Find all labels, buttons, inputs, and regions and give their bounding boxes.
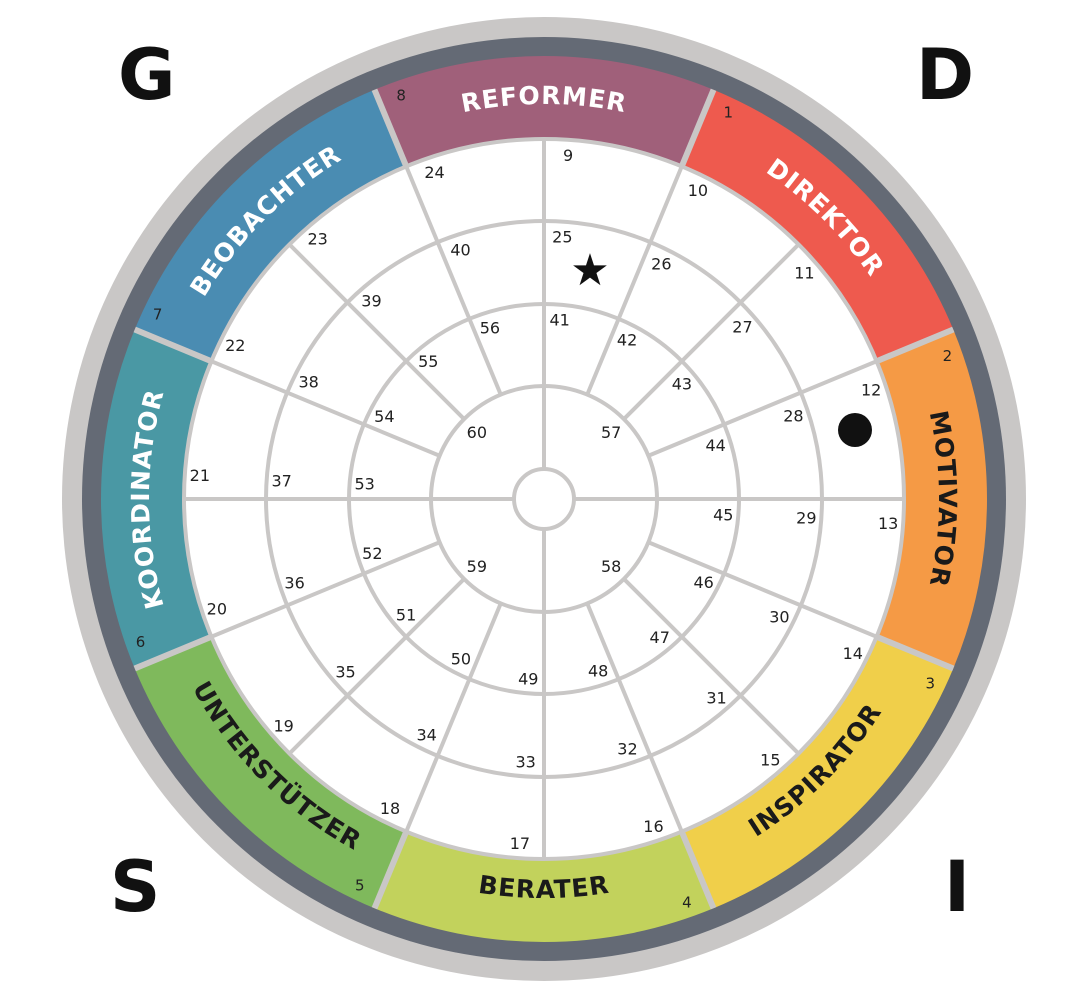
grid-spoke <box>585 165 684 396</box>
segment-divider <box>875 326 955 365</box>
cell-number: 35 <box>335 663 355 682</box>
cell-number: 38 <box>298 373 318 392</box>
grid-spoke <box>210 359 441 458</box>
cell-number: 48 <box>588 662 608 681</box>
cell-number: 30 <box>769 607 789 626</box>
cell-number: 16 <box>643 817 663 836</box>
cell-number: 47 <box>650 628 670 647</box>
segment-direktor <box>681 89 954 362</box>
cell-number: 49 <box>518 669 538 688</box>
segment-divider <box>678 830 717 910</box>
cell-number: 40 <box>450 241 470 260</box>
grid-spoke <box>622 577 800 755</box>
cell-number: 22 <box>225 336 245 355</box>
grid-spoke <box>647 359 878 458</box>
cell-number: 53 <box>355 474 375 493</box>
grid-spoke <box>404 165 503 396</box>
corner-letter-s: S <box>110 846 161 928</box>
segment-number: 5 <box>355 876 365 894</box>
cell-number: 14 <box>843 644 863 663</box>
cell-number: 46 <box>693 573 713 592</box>
cell-number: 24 <box>424 163 444 182</box>
cell-number: 13 <box>878 514 898 533</box>
cell-number: 28 <box>783 407 803 426</box>
segment-divider <box>133 326 213 365</box>
cell-number: 54 <box>374 407 394 426</box>
cell-number: 21 <box>190 466 210 485</box>
segment-divider <box>875 633 955 672</box>
corner-letter-i: I <box>944 846 971 928</box>
cell-number: 56 <box>480 318 500 337</box>
center-hub <box>512 467 576 531</box>
cell-number: 41 <box>550 311 570 330</box>
segment-divider <box>371 88 410 168</box>
grid-spoke <box>288 243 466 421</box>
cell-number: 50 <box>451 650 471 669</box>
segment-reformer <box>374 56 714 167</box>
grid-spoke <box>288 577 466 755</box>
cell-number: 33 <box>515 752 535 771</box>
cell-number: 44 <box>705 436 725 455</box>
segment-berater <box>374 831 714 942</box>
dot-marker <box>838 413 872 447</box>
cell-number: 32 <box>617 739 637 758</box>
segment-divider <box>678 88 717 168</box>
cell-number: 15 <box>760 750 780 769</box>
cell-number: 39 <box>361 292 381 311</box>
cell-number: 59 <box>467 557 487 576</box>
cell-number: 9 <box>563 146 573 165</box>
segment-number: 6 <box>136 633 146 651</box>
cell-number: 26 <box>651 255 671 274</box>
cell-number: 43 <box>672 374 692 393</box>
grid-spoke <box>404 602 503 833</box>
grid-spoke <box>210 540 441 639</box>
cell-number: 20 <box>207 599 227 618</box>
segment-number: 8 <box>396 87 406 105</box>
cell-number: 29 <box>796 508 816 527</box>
segment-koordinator <box>100 329 212 669</box>
cell-number: 25 <box>552 228 572 247</box>
corner-letter-g: G <box>118 34 176 116</box>
segment-number: 2 <box>943 347 953 365</box>
cell-number: 10 <box>688 181 708 200</box>
grid-spoke <box>647 540 878 639</box>
cell-number: 45 <box>713 506 733 525</box>
cell-number: 17 <box>510 834 530 853</box>
segment-number: 1 <box>723 104 733 122</box>
cell-number: 42 <box>617 330 637 349</box>
segment-divider <box>133 633 213 672</box>
corner-letter-d: D <box>916 34 975 116</box>
segment-inspirator <box>681 636 954 909</box>
cell-number: 36 <box>284 573 304 592</box>
grid-spoke <box>585 602 684 833</box>
segment-motivator <box>876 329 987 669</box>
cell-number: 31 <box>706 688 726 707</box>
segment-beobachter <box>134 89 407 362</box>
star-marker: ★ <box>570 245 609 296</box>
cell-number: 34 <box>416 725 436 744</box>
cell-number: 19 <box>273 716 293 735</box>
segment-unterstuetzer <box>134 636 407 909</box>
segment-label-berater: BERATER <box>477 870 611 904</box>
cell-number: 23 <box>307 230 327 249</box>
cell-number: 55 <box>418 352 438 371</box>
cell-number: 37 <box>271 472 291 491</box>
cell-number: 12 <box>861 381 881 400</box>
cell-number: 60 <box>467 423 487 442</box>
cell-number: 51 <box>396 606 416 625</box>
cell-number: 18 <box>380 799 400 818</box>
cell-number: 27 <box>732 317 752 336</box>
segment-divider <box>371 830 410 910</box>
segment-number: 3 <box>926 674 936 692</box>
segment-number: 7 <box>153 306 163 324</box>
grid-spoke <box>622 243 800 421</box>
cell-number: 57 <box>601 423 621 442</box>
segment-number: 4 <box>682 893 692 911</box>
cell-number: 52 <box>362 544 382 563</box>
cell-number: 58 <box>601 557 621 576</box>
cell-number: 11 <box>794 264 814 283</box>
